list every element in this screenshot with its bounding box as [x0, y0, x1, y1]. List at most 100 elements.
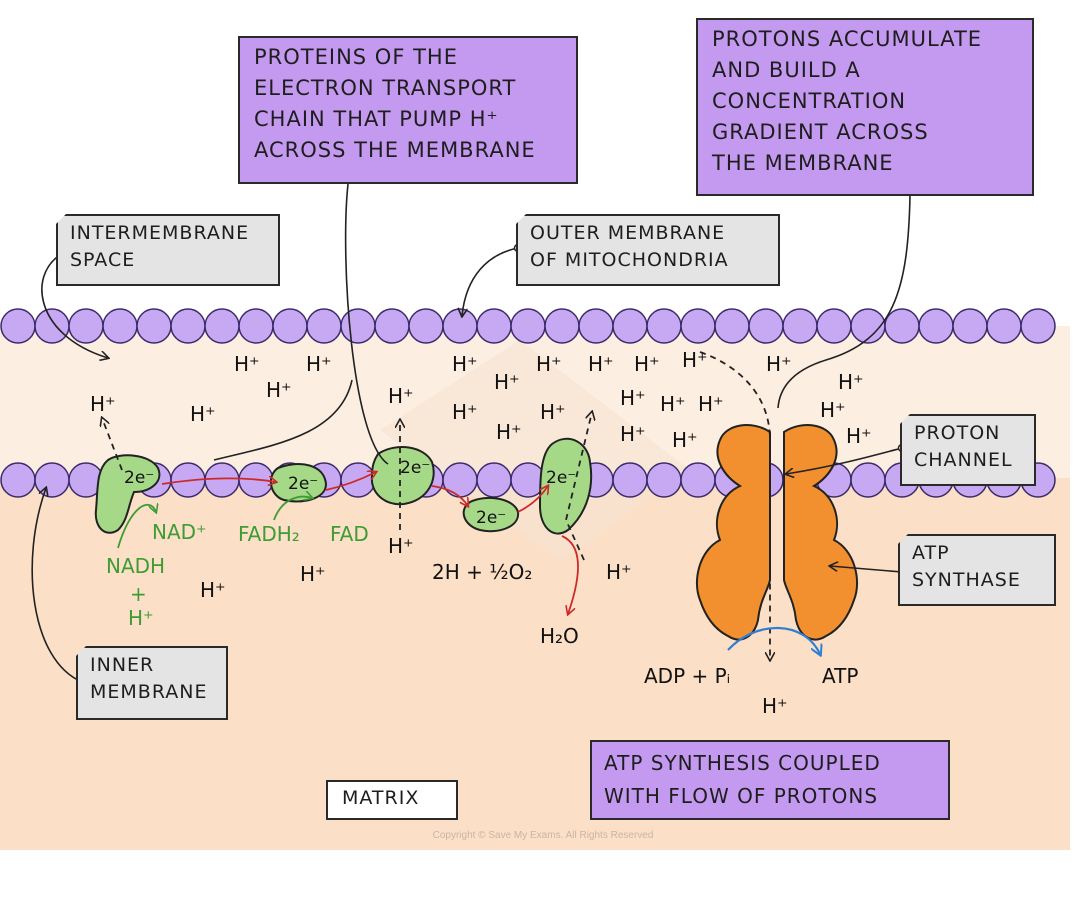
- proton-pump-paths: [102, 351, 770, 660]
- proton-label: H⁺: [200, 578, 226, 602]
- nadh-label: NADH: [106, 554, 166, 578]
- proton-label: H⁺: [682, 348, 708, 372]
- proton-label: H⁺: [496, 420, 522, 444]
- phospholipid-head: [884, 308, 920, 344]
- copyright-notice: Copyright © Save My Exams. All Rights Re…: [432, 830, 654, 841]
- phospholipid-head: [510, 308, 546, 344]
- phospholipid-head: [476, 462, 512, 498]
- phospholipid-head: [612, 462, 648, 498]
- proton-label: H⁺: [452, 352, 478, 376]
- matrix-label: MATRIX: [326, 780, 458, 820]
- proton-label: H⁺: [540, 400, 566, 424]
- electrons-label-1: 2e⁻: [124, 468, 155, 488]
- intermembrane-space-label: INTERMEMBRANE SPACE: [56, 214, 280, 286]
- proton-label: H⁺: [452, 400, 478, 424]
- phospholipid-head: [170, 308, 206, 344]
- fad-label: FAD: [330, 522, 369, 546]
- proton-label: H⁺: [838, 370, 864, 394]
- phospholipid-head: [408, 308, 444, 344]
- proton-label: H⁺: [234, 352, 260, 376]
- proton-label: H⁺: [536, 352, 562, 376]
- phospholipid-head: [918, 308, 954, 344]
- phospholipid-head: [340, 308, 376, 344]
- phospholipid-head: [578, 308, 614, 344]
- phospholipid-head: [136, 308, 172, 344]
- phospholipid-head: [986, 308, 1022, 344]
- phospholipid-head: [238, 308, 274, 344]
- proton-label: H⁺: [634, 352, 660, 376]
- proton-label: H⁺: [606, 560, 632, 584]
- proton-label: H⁺: [90, 392, 116, 416]
- outer-membrane-label: OUTER MEMBRANE OF MITOCHONDRIA: [516, 214, 780, 286]
- inner-membrane-label: INNER MEMBRANE: [76, 646, 228, 720]
- protons-accumulate-label: PROTONS ACCUMULATE AND BUILD A CONCENTRA…: [696, 18, 1034, 196]
- phospholipid-head: [646, 308, 682, 344]
- phospholipid-head: [544, 308, 580, 344]
- proton-label: H⁺: [762, 694, 788, 718]
- proton-label: H⁺: [846, 424, 872, 448]
- electrons-label-3: 2e⁻: [400, 458, 431, 478]
- proton-label: H⁺: [494, 370, 520, 394]
- phospholipid-head: [476, 308, 512, 344]
- phospholipid-head: [306, 308, 342, 344]
- electrons-label-4: 2e⁻: [476, 508, 507, 528]
- proton-label: H⁺: [266, 378, 292, 402]
- proton-label: H⁺: [588, 352, 614, 376]
- etc-proteins-label: PROTEINS OF THE ELECTRON TRANSPORT CHAIN…: [238, 36, 578, 184]
- phospholipid-head: [442, 308, 478, 344]
- proton-label: H⁺: [672, 428, 698, 452]
- oxygen-reaction-label: 2H + ½O₂: [432, 560, 533, 584]
- proton-label: H⁺: [388, 534, 414, 558]
- phospholipid-head: [612, 308, 648, 344]
- phospholipid-head: [1020, 308, 1056, 344]
- complex-3: [370, 446, 435, 506]
- phospholipid-head: [68, 308, 104, 344]
- proton-label: H⁺: [388, 384, 414, 408]
- proton-label: H⁺: [300, 562, 326, 586]
- proton-label: H⁺: [660, 392, 686, 416]
- atp-coupled-label: ATP SYNTHESIS COUPLED WITH FLOW OF PROTO…: [590, 740, 950, 820]
- electrons-label-2: 2e⁻: [288, 474, 319, 494]
- phospholipid-head: [782, 308, 818, 344]
- phospholipid-head: [102, 308, 138, 344]
- complex-4: [538, 437, 593, 535]
- etc-proteins: [94, 437, 593, 535]
- complex-1: [94, 454, 161, 534]
- atp-label: ATP: [822, 664, 859, 688]
- phospholipid-head: [0, 462, 36, 498]
- phospholipid-head: [0, 308, 36, 344]
- phospholipid-head: [952, 308, 988, 344]
- nadh-proton-label: H⁺: [128, 606, 154, 630]
- reduced-carrier-arrows: [117, 497, 312, 549]
- phospholipid-head: [272, 308, 308, 344]
- phospholipid-head: [374, 308, 410, 344]
- water-label: H₂O: [540, 624, 579, 648]
- nadh-plus-sign: +: [130, 582, 147, 606]
- phospholipid-head: [850, 462, 886, 498]
- phospholipid-head: [680, 308, 716, 344]
- phospholipid-head: [646, 462, 682, 498]
- adp-pi-label: ADP + Pᵢ: [644, 664, 731, 688]
- electron-flow-arrows: [161, 472, 579, 614]
- atp-arrow: [727, 626, 820, 654]
- phospholipid-head: [714, 308, 750, 344]
- proton-label: H⁺: [820, 398, 846, 422]
- phospholipid-head: [816, 308, 852, 344]
- pointer-lines: [31, 183, 911, 683]
- atp-synthase-label: ATP SYNTHASE: [898, 534, 1056, 606]
- atp-synthase-protein: [695, 424, 859, 641]
- outer-membrane-beads: [0, 308, 1056, 344]
- phospholipid-head: [442, 462, 478, 498]
- fadh2-label: FADH₂: [238, 522, 300, 546]
- phospholipid-head: [204, 462, 240, 498]
- watermark-shape: [380, 340, 690, 560]
- phospholipid-head: [748, 308, 784, 344]
- proton-label: H⁺: [620, 386, 646, 410]
- proton-label: H⁺: [190, 402, 216, 426]
- phospholipid-head: [680, 462, 716, 498]
- proton-label: H⁺: [620, 422, 646, 446]
- proton-label: H⁺: [766, 352, 792, 376]
- electrons-label-5: 2e⁻: [546, 468, 577, 488]
